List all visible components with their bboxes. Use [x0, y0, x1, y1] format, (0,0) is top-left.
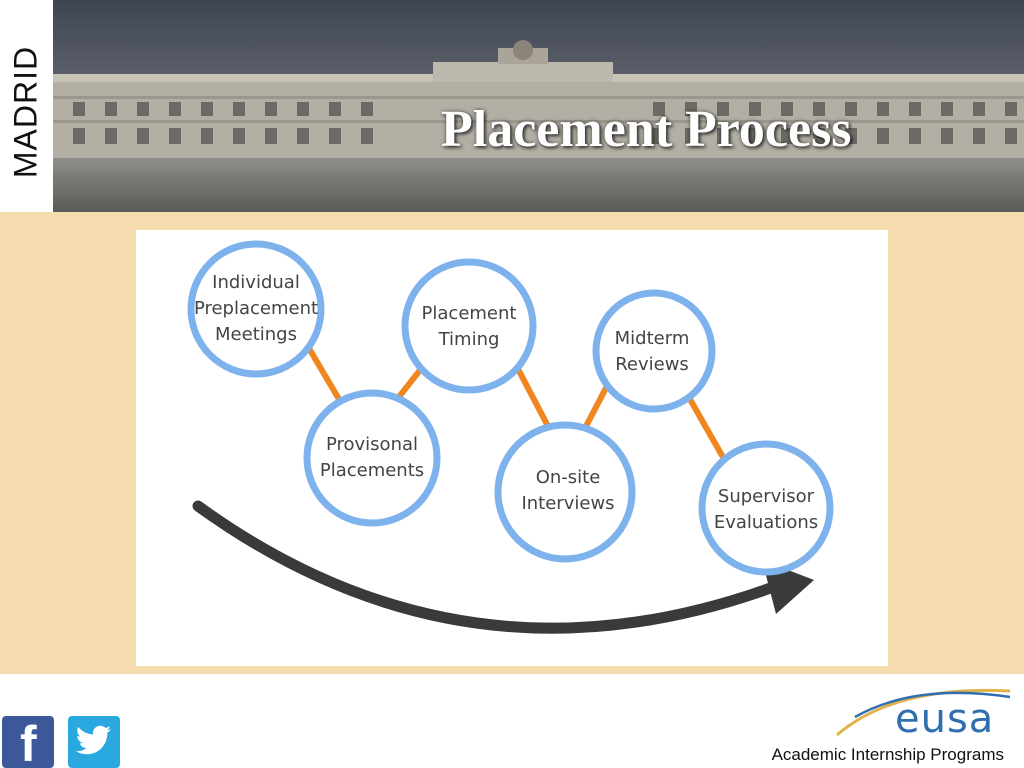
twitter-link[interactable]: [68, 716, 120, 768]
node-text: Midterm: [614, 328, 690, 349]
node-circle-evaluations: [698, 440, 834, 576]
node-label-timing: Placement Timing: [422, 301, 517, 353]
node-text: On-site: [535, 467, 601, 488]
facebook-icon: f: [20, 716, 37, 768]
tagline: Academic Internship Programs: [771, 745, 1004, 764]
node-text: Reviews: [615, 354, 689, 375]
diagram-graphics: [187, 240, 834, 634]
eusa-logo: eusa: [835, 683, 1015, 743]
node-label-provisional: Provisonal Placements: [320, 432, 424, 484]
node-text: Timing: [438, 329, 500, 350]
logo-text: eusa: [895, 696, 995, 742]
connector-3: [514, 364, 553, 433]
logo-swoosh: [836, 688, 1011, 737]
node-text: Evaluations: [713, 512, 819, 533]
node-text: Placements: [319, 460, 425, 481]
node-circle-midterm: [592, 289, 716, 413]
twitter-icon: [76, 725, 111, 755]
city-tab: MADRID: [0, 0, 53, 212]
node-label-interviews: On-site Interviews: [521, 465, 614, 517]
node-label-midterm: Midterm Reviews: [615, 326, 690, 378]
node-text: Meetings: [215, 324, 297, 345]
node-circle-preplacement: [187, 240, 325, 378]
facebook-link[interactable]: f: [2, 716, 54, 768]
connector-1: [307, 347, 346, 409]
process-diagram: Individual Preplacement Meetings Proviso…: [136, 230, 888, 666]
node-circle-interviews: [494, 421, 636, 563]
connector-5: [684, 391, 727, 462]
page-title: Placement Process: [441, 101, 852, 158]
node-circle-provisional: [303, 389, 441, 527]
node-text: Interviews: [521, 493, 615, 514]
node-circle-timing: [401, 258, 537, 394]
city-label: MADRID: [7, 45, 44, 179]
node-text: Placement: [421, 303, 517, 324]
node-label-preplacement: Individual Preplacement Meetings: [194, 270, 318, 348]
connector-4: [580, 383, 610, 435]
node-text: Supervisor: [717, 486, 815, 507]
palace-photo: [53, 0, 1024, 212]
node-label-evaluations: Supervisor Evaluations: [714, 484, 818, 536]
flow-arrow: [192, 500, 782, 634]
node-text: Individual: [212, 272, 300, 293]
node-text: Preplacement: [193, 298, 319, 319]
node-text: Provisonal: [325, 434, 419, 455]
header-photo: Placement Process: [53, 0, 1024, 212]
